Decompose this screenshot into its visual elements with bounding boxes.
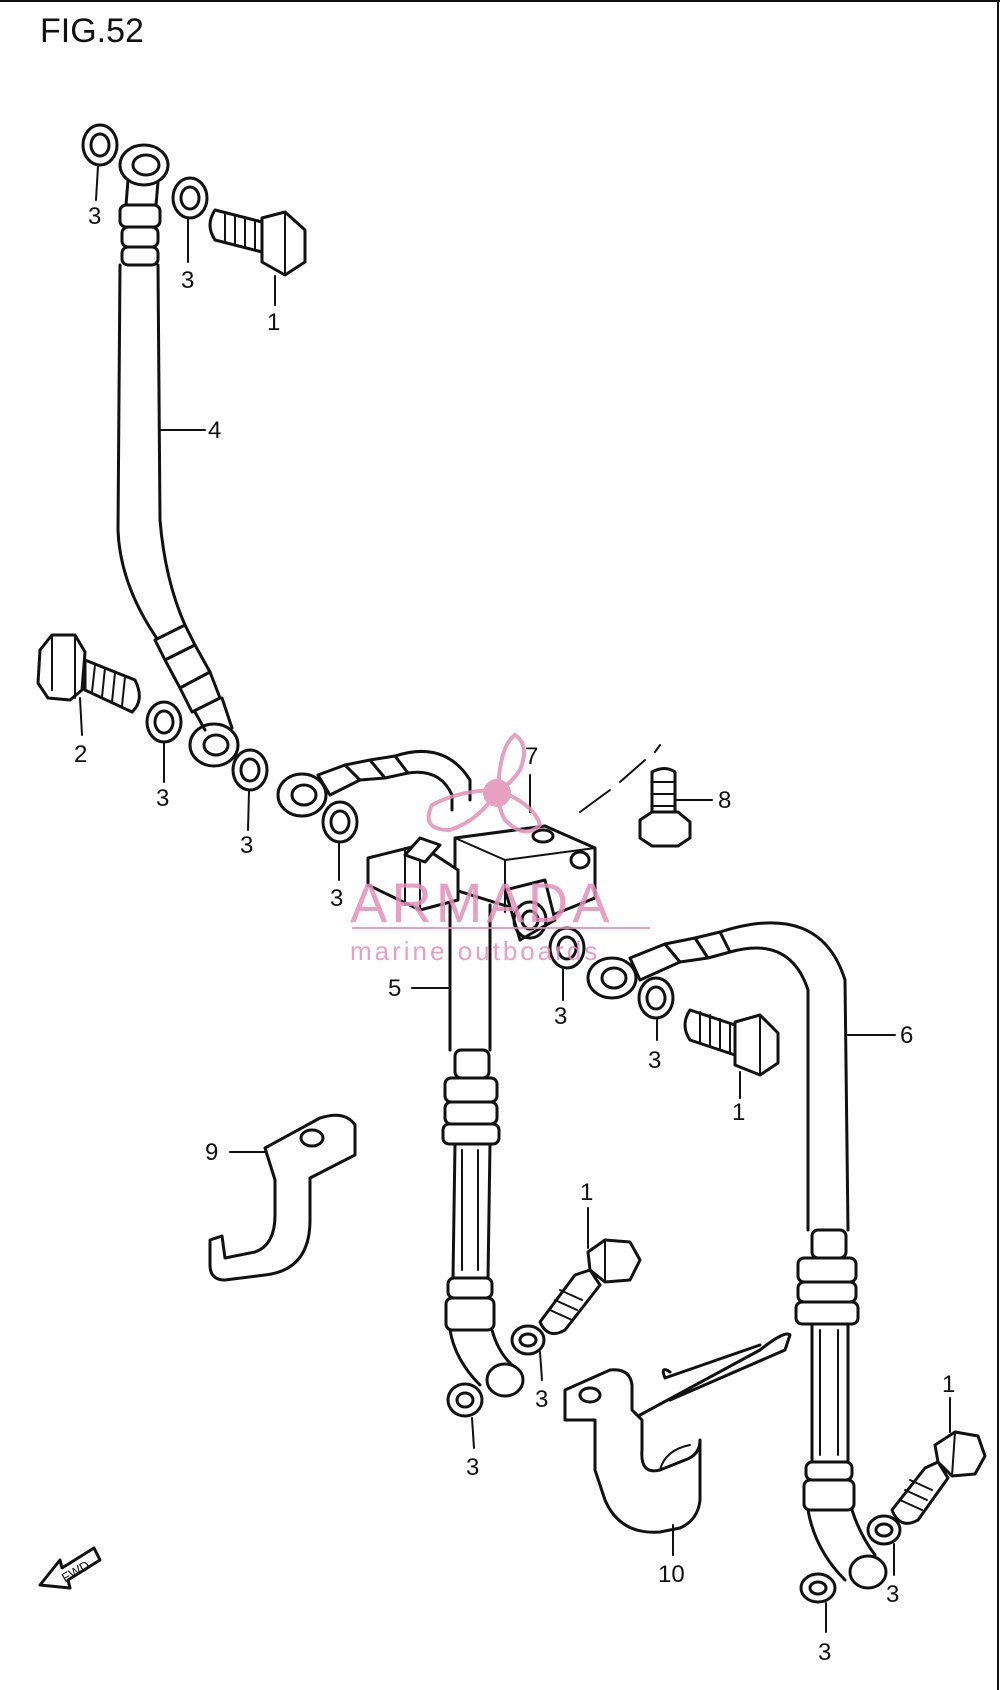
washer-3k [799,1572,837,1633]
callout-3d: 3 [240,832,253,859]
leader-8-dashed [579,744,661,813]
joint-block-7 [366,774,597,942]
washer-3h [510,1324,546,1381]
bolt-1c [538,1207,642,1336]
callout-3j: 3 [886,1581,899,1608]
callout-6: 6 [900,1022,913,1049]
callout-3h: 3 [535,1386,548,1413]
callout-2: 2 [74,741,87,768]
fwd-arrow: FWD [38,1546,102,1590]
callout-1c: 1 [580,1179,593,1206]
callout-4: 4 [208,417,221,444]
bolt-2 [36,633,141,736]
washer-3i [446,1382,484,1449]
watermark-tagline: marine outboards [350,936,600,966]
callout-1b: 1 [732,1099,745,1126]
watermark-logo [426,732,543,834]
bolt-8 [638,767,713,848]
callout-3f: 3 [554,1003,567,1030]
callout-10: 10 [658,1561,685,1588]
bolt-1b [683,1008,780,1099]
hose-6 [586,921,896,1590]
callout-3g: 3 [648,1047,661,1074]
callout-1a: 1 [267,309,280,336]
washer-3g [637,976,675,1041]
callout-9: 9 [205,1139,218,1166]
callout-5: 5 [388,975,401,1002]
callout-3k: 3 [818,1639,831,1666]
callout-1d: 1 [942,1371,955,1398]
clamp-10 [563,1332,792,1556]
watermark-brand: ARMADA [350,871,614,934]
washer-3a [81,123,119,201]
washer-3b [171,176,209,263]
bolt-1a [208,208,307,306]
washer-3j [866,1514,902,1576]
hose-4 [116,143,240,768]
callout-3e: 3 [330,885,343,912]
bolt-1d [890,1397,987,1525]
callout-7: 7 [525,743,538,770]
washer-3d [231,748,269,831]
callout-8: 8 [718,787,731,814]
callout-3b: 3 [181,267,194,294]
clamp-9 [208,1113,357,1282]
washer-3c [145,700,183,783]
figure-title: FIG.52 [40,12,144,50]
washer-3e [321,800,359,881]
callout-3a: 3 [88,203,101,230]
callout-3i: 3 [466,1454,479,1481]
callout-3c: 3 [156,785,169,812]
